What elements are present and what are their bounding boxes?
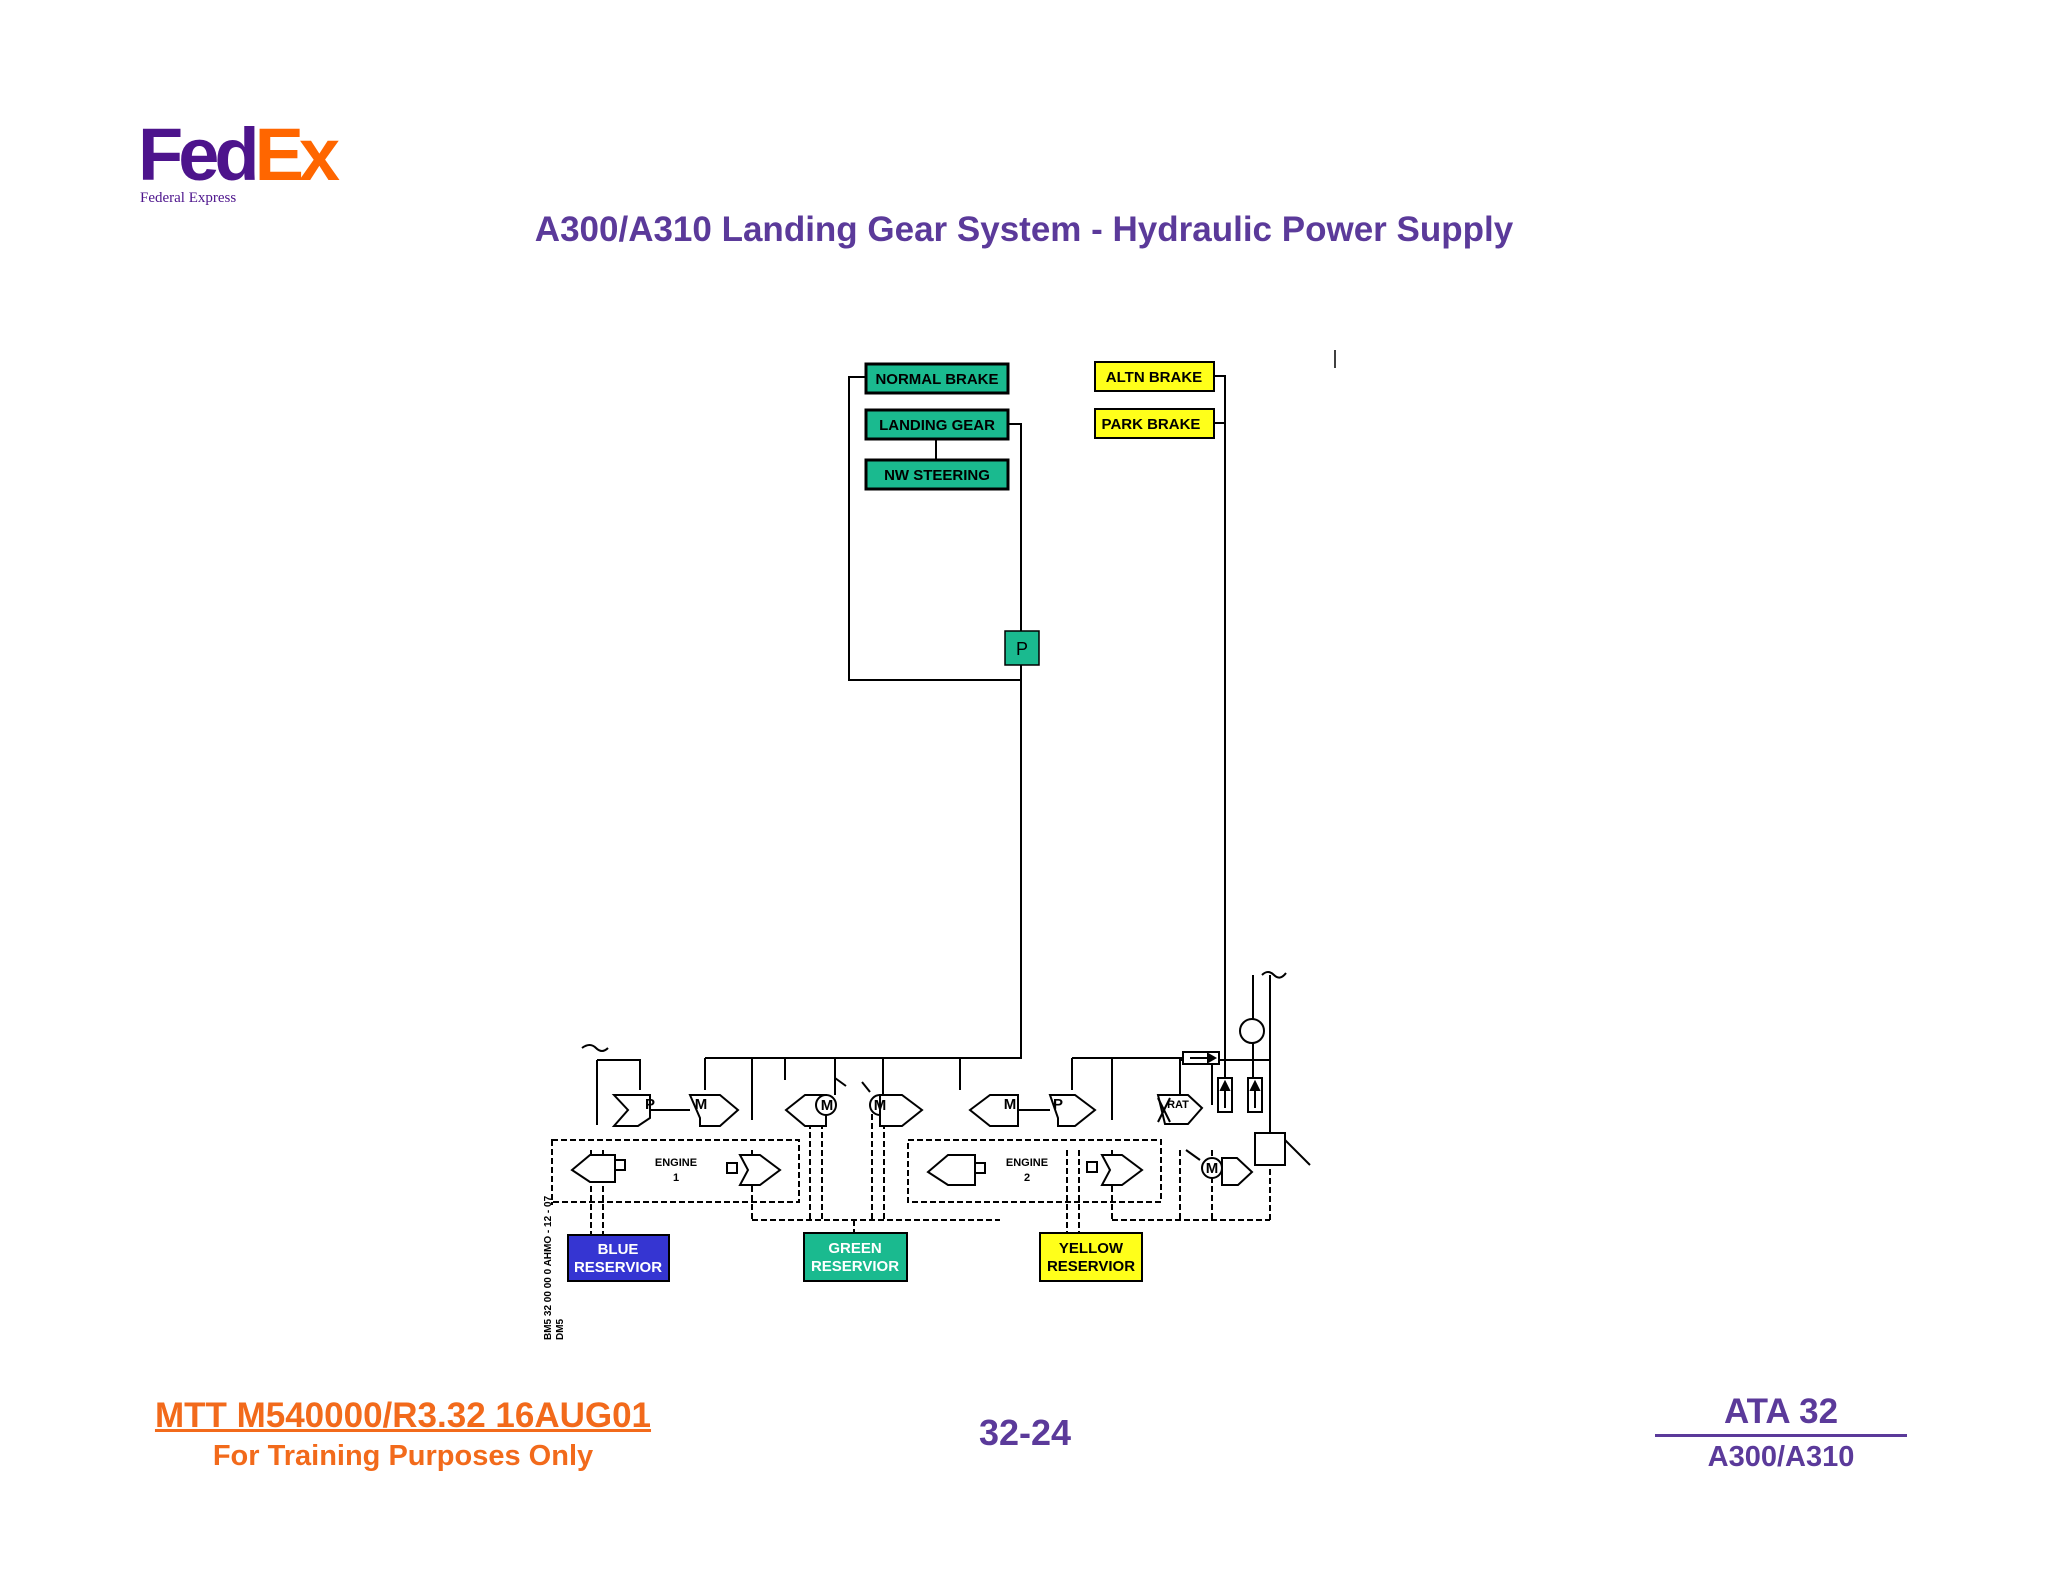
consumer-landing-gear: LANDING GEAR — [864, 408, 1010, 441]
yellow-pump-symbol — [1048, 1094, 1097, 1127]
footer-right: ATA 32 A300/A310 — [1655, 1392, 1907, 1474]
fedex-wordmark: FedEx — [138, 118, 340, 192]
yellow-reservoir-line1: YELLOW — [1059, 1240, 1124, 1257]
page-number: 32-24 — [978, 1412, 1072, 1453]
landing-gear-label: LANDING GEAR — [879, 417, 995, 434]
logo-fed-text: Fed — [138, 113, 260, 196]
engine-2-number: 2 — [1024, 1172, 1030, 1184]
nw-steering-label: NW STEERING — [884, 467, 990, 484]
normal-brake-label: NORMAL BRAKE — [875, 371, 998, 388]
yellow-motor-letter: M — [1004, 1096, 1017, 1113]
blue-reservoir-line1: BLUE — [598, 1241, 639, 1258]
engine-2-label: ENGINE — [1006, 1157, 1048, 1169]
blue-reservoir: BLUE RESERVIOR — [567, 1234, 670, 1282]
blue-motor-letter: M — [695, 1096, 708, 1113]
consumer-normal-brake: NORMAL BRAKE — [864, 362, 1010, 395]
engine-1-number: 1 — [673, 1172, 679, 1184]
training-note: For Training Purposes Only — [212, 1440, 594, 1472]
electric-motor-letter: M — [1206, 1160, 1219, 1177]
aircraft-type: A300/A310 — [1707, 1441, 1855, 1473]
priority-valve-label: P — [1016, 639, 1028, 659]
figure-reference-2: DM5 — [555, 1318, 566, 1340]
green-motor-2-letter: M — [874, 1097, 887, 1114]
ata-chapter: ATA 32 — [1655, 1392, 1907, 1437]
doc-reference: MTT M540000/R3.32 16AUG01 — [154, 1396, 652, 1435]
consumer-nw-steering: NW STEERING — [864, 458, 1010, 491]
green-reservoir: GREEN RESERVIOR — [803, 1232, 908, 1282]
blue-pump-letter: P — [645, 1096, 655, 1113]
altn-brake-label: ALTN BRAKE — [1106, 369, 1202, 386]
yellow-reservoir: YELLOW RESERVIOR — [1039, 1232, 1143, 1282]
consumer-park-brake: PARK BRAKE — [1094, 408, 1215, 439]
yellow-reservoir-line2: RESERVIOR — [1047, 1258, 1135, 1275]
yellow-pump-letter: P — [1053, 1096, 1063, 1113]
page-title: A300/A310 Landing Gear System - Hydrauli… — [534, 210, 1514, 249]
rat-symbol — [1156, 1094, 1204, 1125]
footer-left: MTT M540000/R3.32 16AUG01 For Training P… — [148, 1396, 658, 1473]
priority-valve: P — [1004, 630, 1040, 666]
green-pump-2-symbol — [879, 1094, 924, 1127]
figure-reference: BM5 32 00 00 0 AHMO - 12 - 07 — [543, 1195, 554, 1340]
green-motor-1-letter: M — [821, 1097, 834, 1114]
fedex-logo: FedEx Federal Express — [138, 118, 340, 207]
blue-pump-symbol — [611, 1094, 651, 1127]
consumer-altn-brake: ALTN BRAKE — [1094, 361, 1215, 392]
green-reservoir-line1: GREEN — [828, 1240, 881, 1257]
park-brake-label: PARK BRAKE — [1102, 416, 1201, 433]
logo-ex-text: Ex — [254, 113, 340, 196]
logo-subtitle: Federal Express — [140, 190, 237, 206]
rat-label: RAT — [1167, 1099, 1189, 1111]
blue-reservoir-line2: RESERVIOR — [574, 1259, 662, 1276]
blue-motor-symbol — [688, 1094, 740, 1127]
engine-1-label: ENGINE — [655, 1157, 697, 1169]
green-reservoir-line2: RESERVIOR — [811, 1258, 899, 1275]
